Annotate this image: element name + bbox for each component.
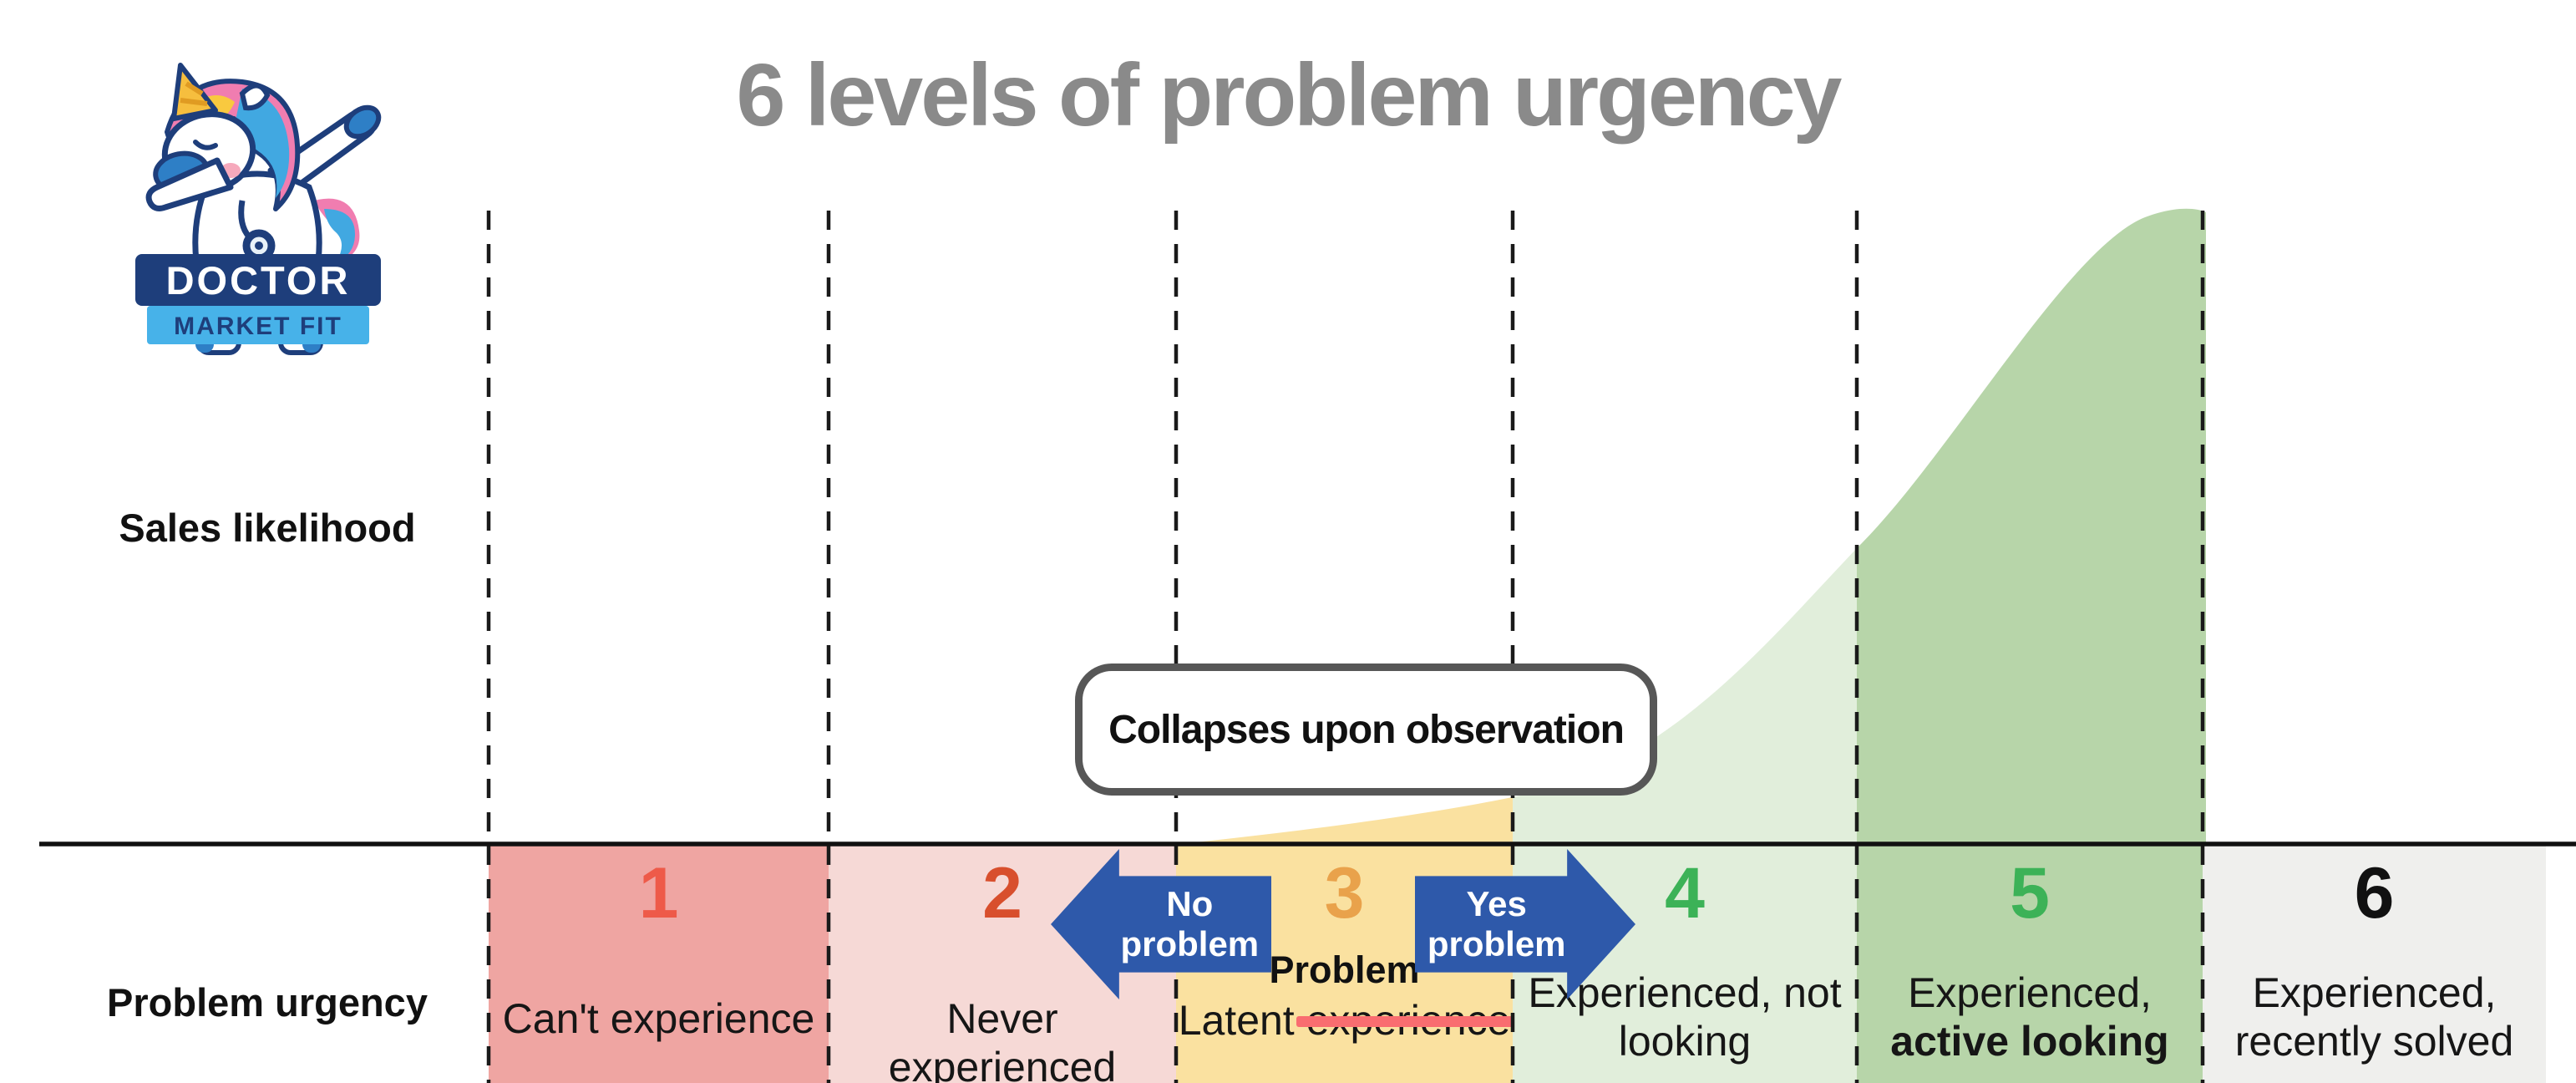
closed-eye: [193, 140, 218, 150]
level-cell-1: 1 Can't experience: [489, 846, 829, 1083]
doctor-market-fit-logo: DOCTOR MARKET FIT: [135, 63, 382, 355]
page-title: 6 levels of problem urgency: [736, 46, 1842, 145]
level-cell-6: 6 Experienced,recently solved: [2203, 846, 2546, 1083]
level-number: 3: [1324, 853, 1365, 933]
level-number: 4: [1665, 853, 1705, 933]
level-label: Experienced,active looking: [1890, 969, 2169, 1065]
urgency-level-row: 1 Can't experience 2 Never experienced 3…: [0, 846, 2576, 1083]
level-heading: Problem: [1269, 948, 1420, 991]
level-label: Never experienced: [888, 995, 1117, 1083]
level-label: Can't experience: [502, 995, 815, 1042]
level-number: 5: [2010, 853, 2050, 933]
level-label: Experienced,recently solved: [2234, 969, 2514, 1065]
no-problem-arrow-label: No problem: [1120, 884, 1260, 964]
logo-banner-bottom: [147, 306, 369, 344]
level-number: 6: [2354, 853, 2395, 933]
collapses-callout: Collapses upon observation: [1075, 664, 1657, 796]
unicorn-hoof: [343, 104, 382, 140]
y-axis-label: Sales likelihood: [119, 506, 416, 550]
yes-problem-arrow-label: Yes problem: [1427, 884, 1566, 964]
struck-word: experience: [1296, 997, 1520, 1044]
logo-banner-top: [135, 254, 381, 306]
level-number: 2: [982, 853, 1022, 933]
logo-text-doctor: DOCTOR: [166, 258, 351, 303]
level-cell-5: 5 Experienced,active looking: [1857, 846, 2203, 1083]
x-axis-label: Problem urgency: [107, 980, 428, 1025]
collapses-callout-text: Collapses upon observation: [1108, 707, 1625, 752]
logo-text-market-fit: MARKET FIT: [174, 313, 342, 340]
level-number: 1: [638, 853, 679, 933]
